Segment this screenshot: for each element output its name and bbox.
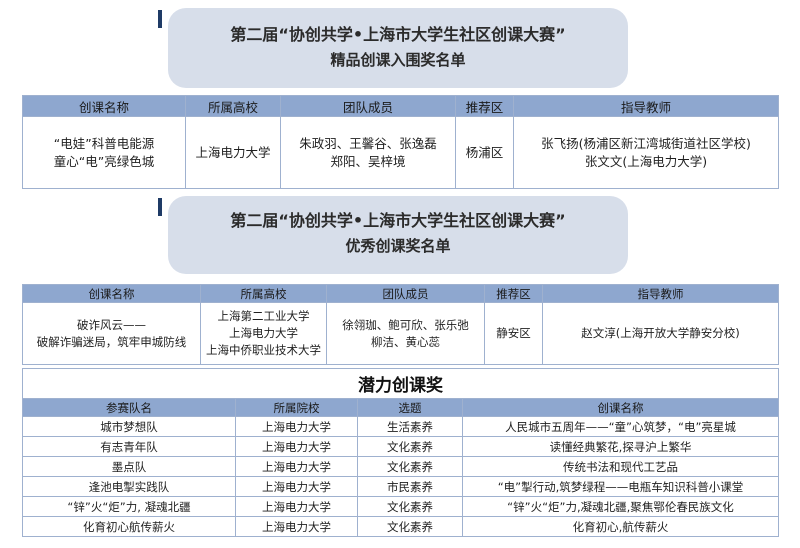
team-cell: “锌”火“炬”力, 凝魂北疆 <box>22 496 236 517</box>
topic-cell: 市民素养 <box>357 476 463 497</box>
course-cell: “电”掣行动,筑梦绿程——电瓶车知识科普小课堂 <box>462 476 779 497</box>
members-cell: 徐翎珈、鲍可欣、张乐弛 柳洁、黄心蕊 <box>326 302 485 365</box>
topic-cell: 文化素养 <box>357 516 463 537</box>
header-teacher: 指导教师 <box>513 95 779 117</box>
topic-cell: 文化素养 <box>357 496 463 517</box>
section3-title: 潜力创课奖 <box>22 368 779 399</box>
accent-bar <box>158 10 162 28</box>
section2-banner: 第二届“协创共学•上海市大学生社区创课大赛” 优秀创课奖名单 <box>158 196 628 274</box>
header-course-name: 创课名称 <box>22 95 186 117</box>
table-row: 有志青年队 上海电力大学 文化素养 读懂经典繁花,探寻沪上繁华 <box>22 436 779 457</box>
school-cell: 上海电力大学 <box>235 416 358 437</box>
school-cell: 上海电力大学 <box>235 516 358 537</box>
teacher-line: 张文文(上海电力大学) <box>584 153 708 169</box>
header-school: 所属高校 <box>200 284 327 303</box>
teacher-cell: 赵文淳(上海开放大学静安分校) <box>542 302 779 365</box>
header-district: 推荐区 <box>484 284 543 303</box>
school-cell: 上海电力大学 <box>235 456 358 477</box>
course-name-cell: 破诈风云—— 破解诈骗迷局，筑牢申城防线 <box>22 302 201 365</box>
course-name-line: 童心“电”亮绿色城 <box>53 153 155 169</box>
team-cell: 化育初心航传薪火 <box>22 516 236 537</box>
header-members: 团队成员 <box>326 284 485 303</box>
members-line: 郑阳、吴梓境 <box>330 153 406 169</box>
section2-title: 第二届“协创共学•上海市大学生社区创课大赛” <box>230 211 566 230</box>
course-name-cell: “电娃”科普电能源 童心“电”亮绿色城 <box>22 116 186 189</box>
school-line: 上海中侨职业技术大学 <box>206 343 321 357</box>
course-name-line: “电娃”科普电能源 <box>53 135 155 151</box>
school-cell: 上海电力大学 <box>235 476 358 497</box>
table-header-row: 创课名称 所属高校 团队成员 推荐区 指导教师 <box>22 95 779 117</box>
header-teacher: 指导教师 <box>542 284 779 303</box>
course-cell: 人民城市五周年——“童”心筑梦，“电”亮星城 <box>462 416 779 437</box>
section3-title-row: 潜力创课奖 <box>22 368 779 399</box>
school-cell: 上海第二工业大学 上海电力大学 上海中侨职业技术大学 <box>200 302 327 365</box>
course-cell: “锌”火“炬”力,凝魂北疆,聚焦鄂伦春民族文化 <box>462 496 779 517</box>
teacher-cell: 张飞扬(杨浦区新江湾城街道社区学校) 张文文(上海电力大学) <box>513 116 779 189</box>
school-line: 上海电力大学 <box>229 326 298 340</box>
members-cell: 朱政羽、王馨谷、张逸磊 郑阳、吴梓境 <box>280 116 456 189</box>
members-line: 柳洁、黄心蕊 <box>371 334 440 349</box>
team-cell: 有志青年队 <box>22 436 236 457</box>
section2-subtitle: 优秀创课奖名单 <box>345 237 451 255</box>
table-row: 逢池电掣实践队 上海电力大学 市民素养 “电”掣行动,筑梦绿程——电瓶车知识科普… <box>22 476 779 497</box>
table-row: 化育初心航传薪火 上海电力大学 文化素养 化育初心,航传薪火 <box>22 516 779 537</box>
course-name-line: 破诈风云—— <box>77 317 146 332</box>
district-cell: 杨浦区 <box>455 116 514 189</box>
table-header-row: 参赛队名 所属院校 选题 创课名称 <box>22 398 779 417</box>
teacher-line: 张飞扬(杨浦区新江湾城街道社区学校) <box>541 135 751 151</box>
header-topic: 选题 <box>357 398 463 417</box>
course-cell: 传统书法和现代工艺品 <box>462 456 779 477</box>
header-district: 推荐区 <box>455 95 514 117</box>
award-table-finalist: 创课名称 所属高校 团队成员 推荐区 指导教师 “电娃”科普电能源 童心“电”亮… <box>22 95 779 189</box>
section1-banner: 第二届“协创共学•上海市大学生社区创课大赛” 精品创课入围奖名单 <box>158 8 628 88</box>
award-table-potential: 潜力创课奖 参赛队名 所属院校 选题 创课名称 城市梦想队 上海电力大学 生活素… <box>22 368 779 537</box>
header-course-name: 创课名称 <box>462 398 779 417</box>
school-line: 上海第二工业大学 <box>217 309 310 323</box>
course-cell: 读懂经典繁花,探寻沪上繁华 <box>462 436 779 457</box>
team-cell: 逢池电掣实践队 <box>22 476 236 497</box>
school-cell: 上海电力大学 <box>235 436 358 457</box>
team-cell: 城市梦想队 <box>22 416 236 437</box>
table-row: “电娃”科普电能源 童心“电”亮绿色城 上海电力大学 朱政羽、王馨谷、张逸磊 郑… <box>22 116 779 189</box>
header-team: 参赛队名 <box>22 398 236 417</box>
topic-cell: 文化素养 <box>357 436 463 457</box>
topic-cell: 生活素养 <box>357 416 463 437</box>
team-cell: 墨点队 <box>22 456 236 477</box>
district-cell: 静安区 <box>484 302 543 365</box>
accent-bar <box>158 198 162 216</box>
course-name-line: 破解诈骗迷局，筑牢申城防线 <box>36 334 187 349</box>
topic-cell: 文化素养 <box>357 456 463 477</box>
table-header-row: 创课名称 所属高校 团队成员 推荐区 指导教师 <box>22 284 779 303</box>
members-line: 朱政羽、王馨谷、张逸磊 <box>299 135 437 151</box>
header-course-name: 创课名称 <box>22 284 201 303</box>
school-cell: 上海电力大学 <box>235 496 358 517</box>
table-row: 墨点队 上海电力大学 文化素养 传统书法和现代工艺品 <box>22 456 779 477</box>
award-table-excellent: 创课名称 所属高校 团队成员 推荐区 指导教师 破诈风云—— 破解诈骗迷局，筑牢… <box>22 284 779 365</box>
table-row: 城市梦想队 上海电力大学 生活素养 人民城市五周年——“童”心筑梦，“电”亮星城 <box>22 416 779 437</box>
header-school: 所属院校 <box>235 398 358 417</box>
section1-title: 第二届“协创共学•上海市大学生社区创课大赛” <box>230 25 566 44</box>
table-row: 破诈风云—— 破解诈骗迷局，筑牢申城防线 上海第二工业大学 上海电力大学 上海中… <box>22 302 779 365</box>
table-row: “锌”火“炬”力, 凝魂北疆 上海电力大学 文化素养 “锌”火“炬”力,凝魂北疆… <box>22 496 779 517</box>
course-cell: 化育初心,航传薪火 <box>462 516 779 537</box>
header-members: 团队成员 <box>280 95 456 117</box>
header-school: 所属高校 <box>185 95 281 117</box>
school-cell: 上海电力大学 <box>185 116 281 189</box>
section1-subtitle: 精品创课入围奖名单 <box>330 51 466 69</box>
members-line: 徐翎珈、鲍可欣、张乐弛 <box>342 317 469 332</box>
